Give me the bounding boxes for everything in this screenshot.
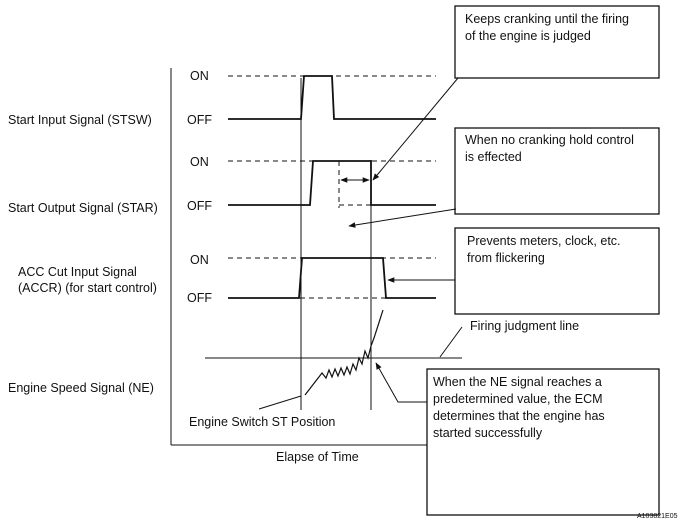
cranking-note-box [454, 5, 660, 79]
ne-note-line1: When the NE signal reaches a [433, 375, 602, 389]
hold-leader-arrow [348, 208, 457, 228]
ne-note-line3: determines that the engine has [433, 409, 605, 423]
star-label: Start Output Signal (STAR) [8, 201, 158, 215]
firing-line-label: Firing judgment line [470, 319, 579, 333]
firing-line-leader [439, 326, 463, 358]
meters-note-box [454, 227, 660, 315]
accr-waveform [228, 257, 436, 299]
cranking-note-line1: Keeps cranking until the firing [465, 12, 629, 26]
hold-note-box [454, 127, 660, 215]
star-on-label: ON [190, 155, 209, 169]
stsw-off-label: OFF [187, 113, 212, 127]
ne-note-line2: predetermined value, the ECM [433, 392, 603, 406]
stsw-on-label: ON [190, 69, 209, 83]
hold-note-line1: When no cranking hold control [465, 133, 634, 147]
switch-st-leader [258, 395, 302, 410]
meters-note-line2: from flickering [467, 251, 545, 265]
accr-on-label: ON [190, 253, 209, 267]
stsw-waveform [228, 75, 436, 120]
meters-note-line1: Prevents meters, clock, etc. [467, 234, 621, 248]
cranking-leader-arrow [372, 77, 459, 181]
stsw-label: Start Input Signal (STSW) [8, 113, 152, 127]
ne-waveform [304, 309, 384, 396]
accr-label-line1: ACC Cut Input Signal [18, 265, 137, 279]
switch-st-label: Engine Switch ST Position [189, 415, 335, 429]
x-axis-label: Elapse of Time [276, 450, 359, 464]
accr-label-line2: (ACCR) (for start control) [18, 281, 157, 295]
ne-note-line4: started successfully [433, 426, 543, 440]
figure-id: A103821E05 [637, 513, 678, 520]
cranking-note-line2: of the engine is judged [465, 29, 591, 43]
star-waveform [228, 160, 436, 206]
accr-off-label: OFF [187, 291, 212, 305]
star-off-label: OFF [187, 199, 212, 213]
hold-note-line2: is effected [465, 150, 522, 164]
ne-note-box [426, 368, 660, 516]
ne-leader-arrow [375, 362, 427, 403]
ne-label: Engine Speed Signal (NE) [8, 381, 154, 395]
